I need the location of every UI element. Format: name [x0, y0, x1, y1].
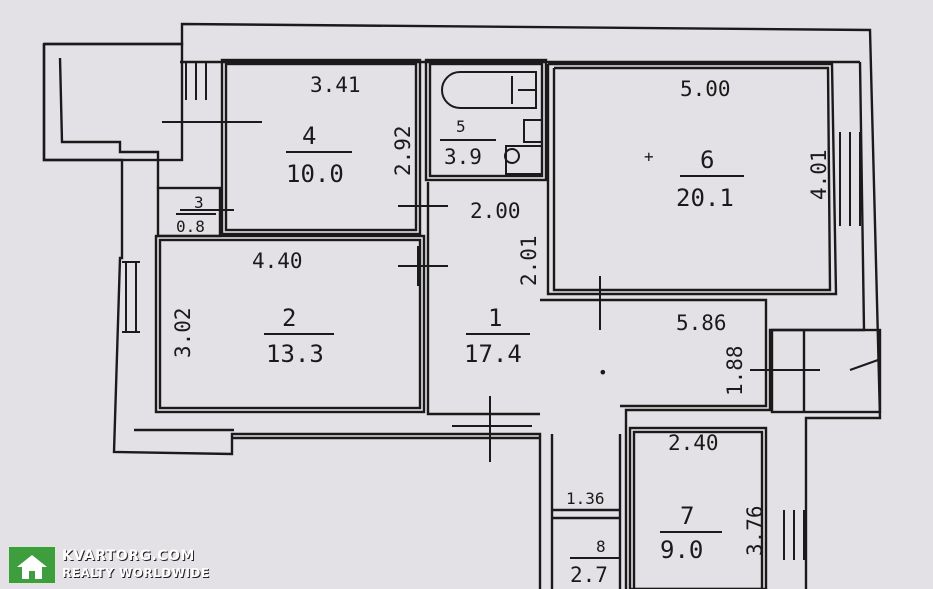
- room-5-number: 5: [456, 117, 466, 136]
- dim-hall-width-top: 2.00: [470, 199, 521, 223]
- room-1-number: 1: [488, 304, 502, 332]
- watermark-name: KVARTORG.COM: [62, 548, 195, 564]
- windows: [122, 62, 879, 560]
- room-6-area: 20.1: [676, 184, 734, 212]
- room-2-number: 2: [282, 304, 296, 332]
- bath-fixtures: [441, 71, 543, 175]
- watermark: KVARTORG.COM REALTY WORLDWIDE: [8, 546, 210, 584]
- watermark-text: KVARTORG.COM REALTY WORLDWIDE: [62, 548, 210, 582]
- watermark-tagline: REALTY WORLDWIDE: [62, 566, 210, 580]
- dim-room6-width: 5.00: [680, 77, 731, 101]
- dim-room7-height: 3.76: [743, 505, 767, 556]
- dim-room8-width: 1.36: [566, 489, 605, 508]
- room-4-area: 10.0: [286, 160, 344, 188]
- room-4-number: 4: [302, 122, 316, 150]
- room-1-area: 17.4: [464, 340, 522, 368]
- dim-room4-height: 2.92: [391, 125, 415, 176]
- dim-hall-width: 5.86: [676, 311, 727, 335]
- room-7-area: 9.0: [660, 536, 703, 564]
- room-6-number: 6: [700, 146, 714, 174]
- walls: [42, 22, 882, 589]
- dim-room4-width: 3.41: [310, 73, 361, 97]
- room-3-area: 0.8: [176, 217, 205, 236]
- dim-room2-width: 4.40: [252, 249, 303, 273]
- room-5-area: 3.9: [444, 145, 482, 169]
- dim-room7-width: 2.40: [668, 431, 719, 455]
- house-icon: [8, 546, 56, 584]
- room-7-number: 7: [680, 502, 694, 530]
- dim-room6-height: 4.01: [807, 149, 831, 200]
- room-8-number: 8: [596, 537, 606, 556]
- dim-hall-height-top: 2.01: [517, 235, 541, 286]
- room-3-number: 3: [194, 193, 204, 212]
- marker-dot: +: [644, 147, 654, 166]
- dim-room2-height: 3.02: [171, 307, 195, 358]
- marker-dot: •: [598, 363, 608, 382]
- room-2-area: 13.3: [266, 340, 324, 368]
- room-8-area: 2.7: [570, 563, 608, 587]
- dim-hall-depth: 1.88: [723, 345, 747, 396]
